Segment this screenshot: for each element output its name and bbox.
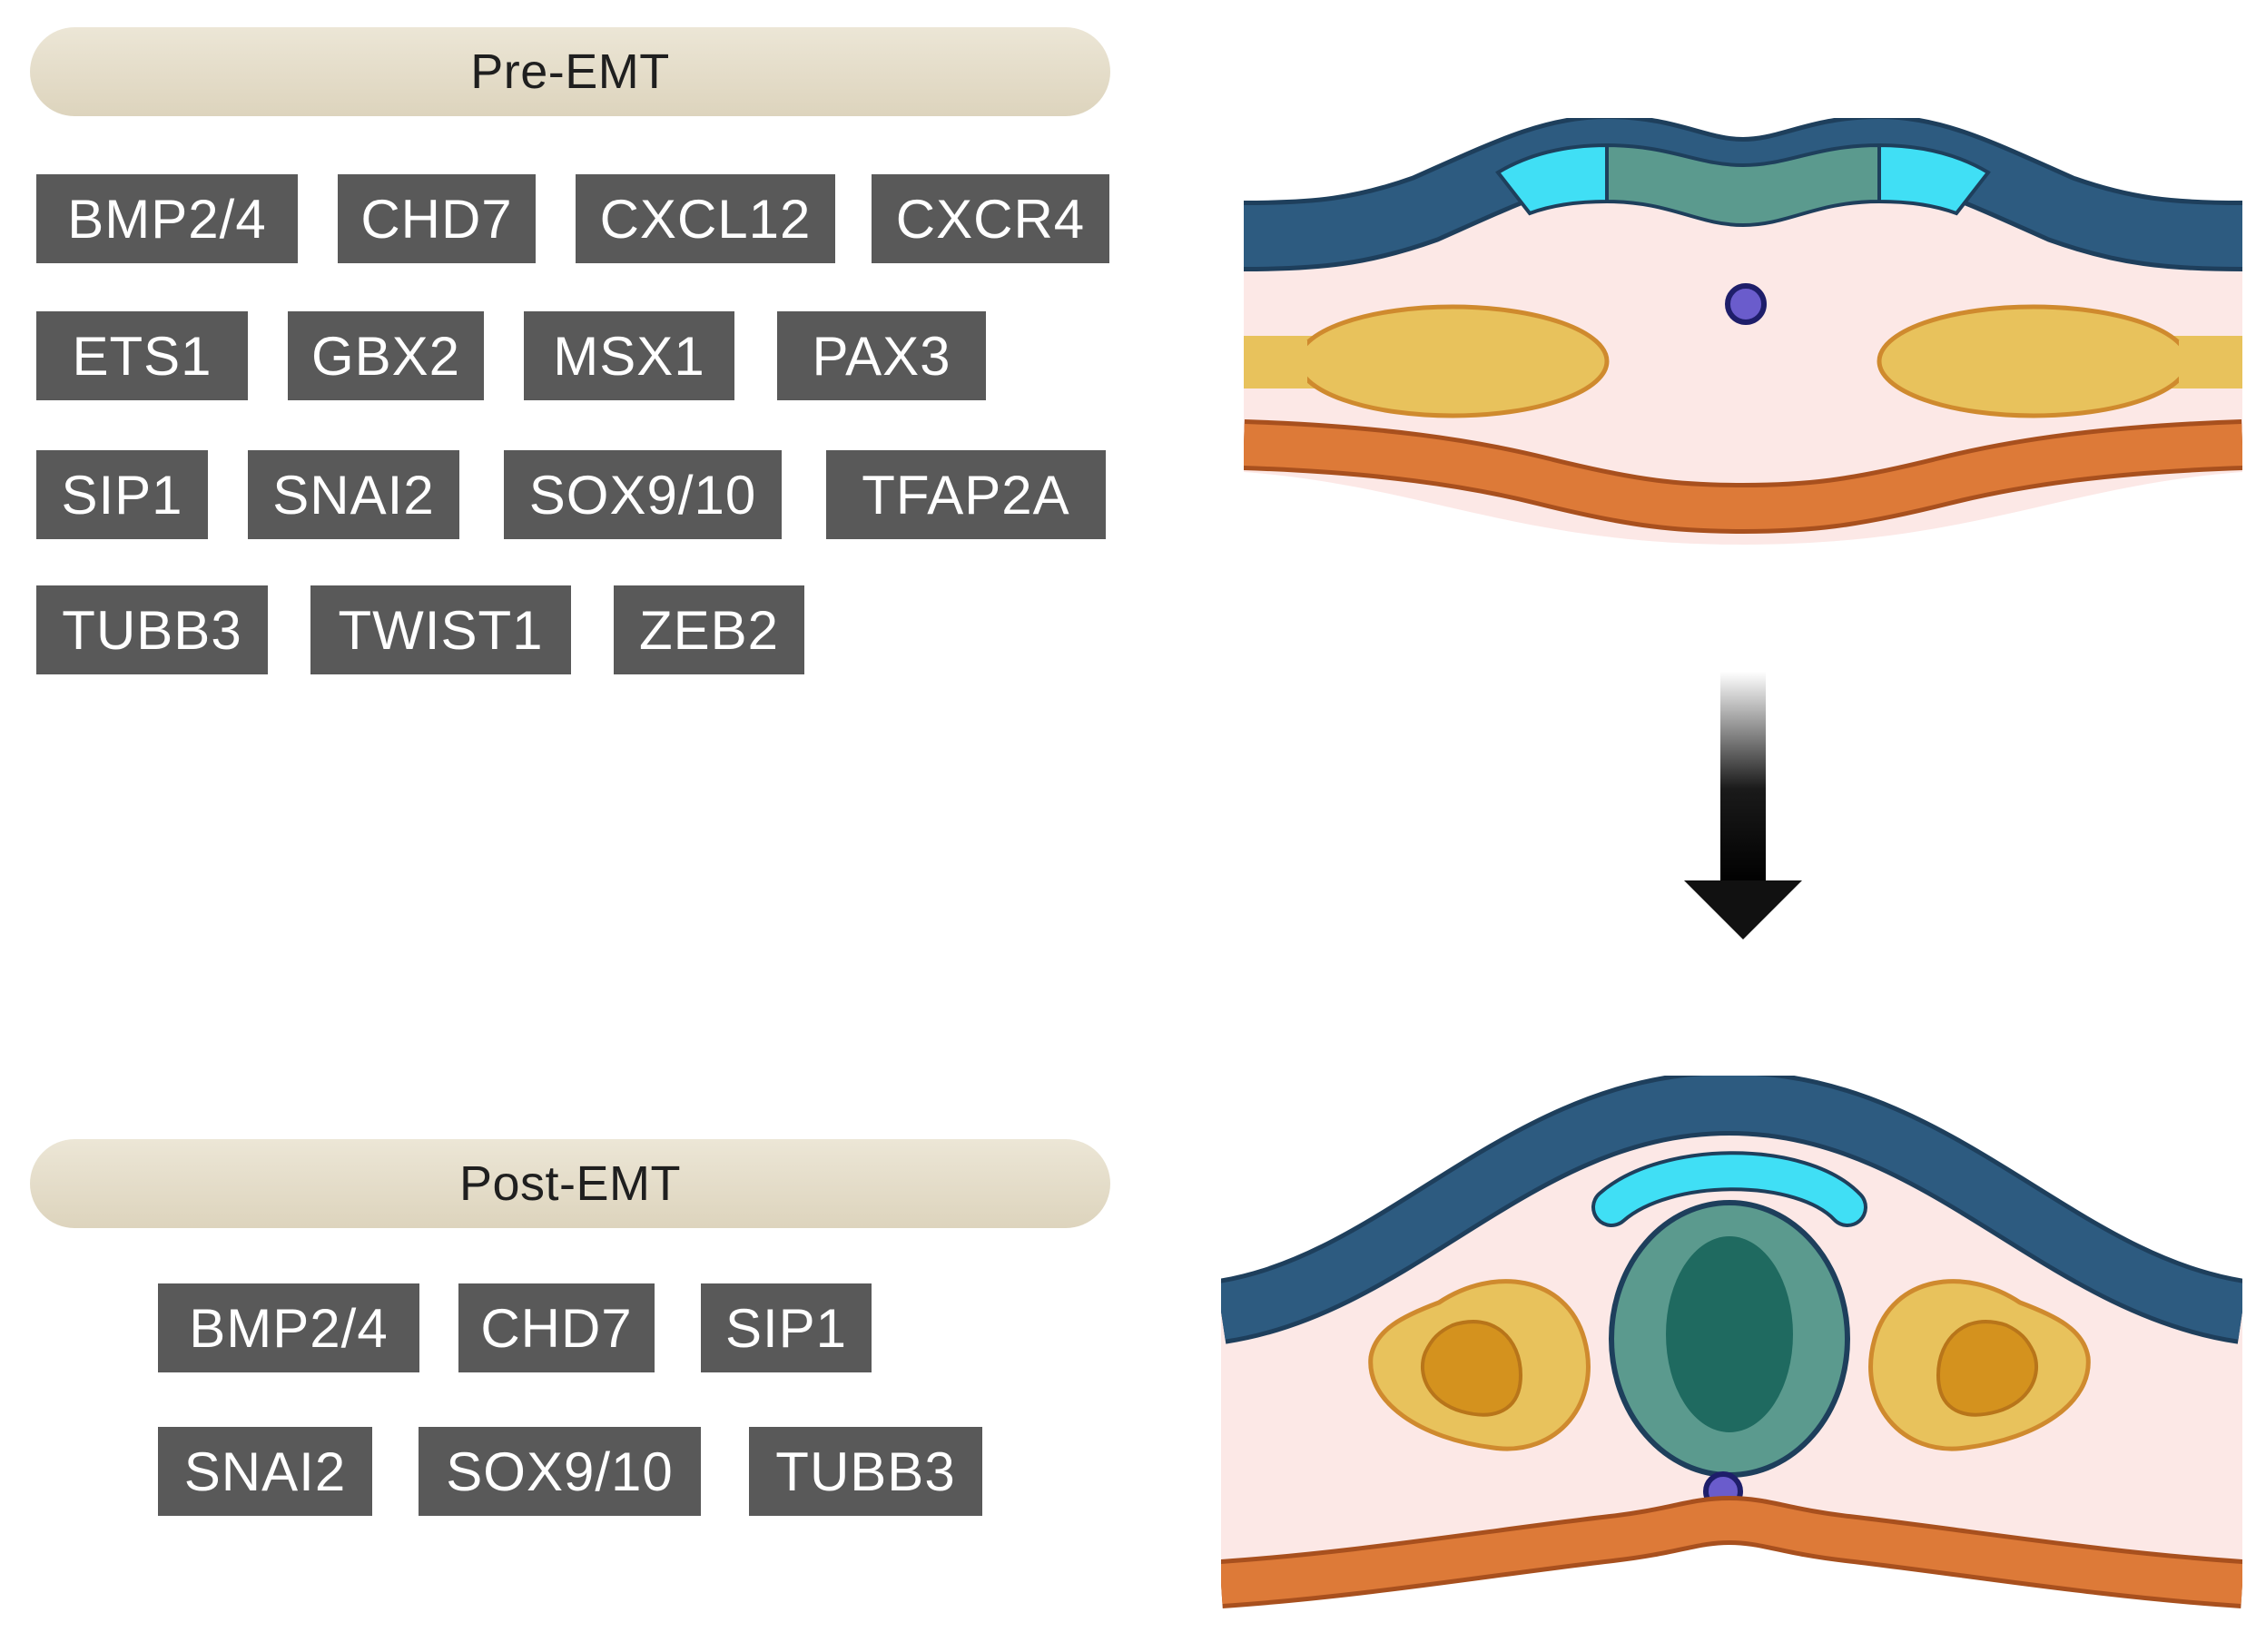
gene-tag: GBX2 (288, 311, 484, 400)
pre-emt-header: Pre-EMT (30, 27, 1110, 116)
gene-tag: CXCR4 (872, 174, 1109, 263)
gene-tag: SOX9/10 (504, 450, 782, 539)
gene-tag: TUBB3 (749, 1427, 982, 1516)
gene-tag: TWIST1 (310, 585, 571, 674)
gene-tag: PAX3 (777, 311, 986, 400)
gene-tag: SIP1 (36, 450, 208, 539)
gene-tag: SNAI2 (248, 450, 459, 539)
endoderm-layer (1221, 1500, 2242, 1604)
ectoderm-layer (1221, 1076, 2242, 1340)
mesoderm-right (1877, 304, 2191, 418)
gene-tag: BMP2/4 (36, 174, 298, 263)
somite-core-right (1936, 1320, 2039, 1417)
gene-tag: CHD7 (458, 1283, 655, 1372)
post-emt-header: Post-EMT (30, 1139, 1110, 1228)
somite-core-left (1420, 1320, 1523, 1417)
gene-tag: ETS1 (36, 311, 248, 400)
gene-tag: CXCL12 (576, 174, 835, 263)
gene-tag: CHD7 (338, 174, 536, 263)
gene-tag: MSX1 (524, 311, 734, 400)
neural-crest-cells (1595, 1155, 1864, 1224)
gene-tag: TFAP2A (826, 450, 1106, 539)
gene-tag: SIP1 (701, 1283, 872, 1372)
mesoderm-left (1295, 304, 1610, 418)
notochord (1725, 283, 1767, 325)
gene-tag: SOX9/10 (419, 1427, 701, 1516)
endoderm-layer (1244, 424, 2242, 530)
gene-tag: BMP2/4 (158, 1283, 419, 1372)
pre-emt-cross-section (1244, 118, 2242, 545)
down-arrow-icon (1684, 672, 1802, 939)
gene-tag: ZEB2 (614, 585, 804, 674)
post-emt-cross-section (1221, 1076, 2242, 1608)
neural-tube-lumen (1666, 1236, 1793, 1432)
gene-tag: SNAI2 (158, 1427, 372, 1516)
neural-plate (1605, 143, 1881, 228)
gene-tag: TUBB3 (36, 585, 268, 674)
